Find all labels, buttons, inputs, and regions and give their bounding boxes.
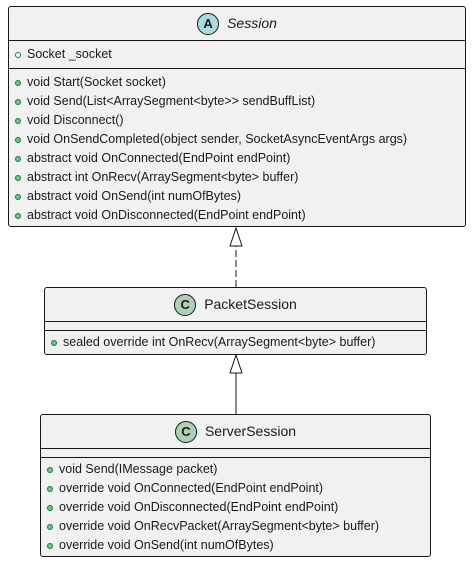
field-label: Socket _socket bbox=[27, 47, 112, 61]
method-item: void Start(Socket socket) bbox=[15, 73, 465, 92]
public-visibility-icon bbox=[15, 136, 21, 143]
method-item: void Send(IMessage packet) bbox=[47, 460, 430, 479]
class-server-session-name: ServerSession bbox=[204, 423, 297, 439]
method-item: abstract int OnRecv(ArraySegment<byte> b… bbox=[15, 168, 465, 187]
class-session: A Session Socket _socket void Start(Sock… bbox=[8, 6, 466, 227]
abstract-class-icon: A bbox=[197, 12, 220, 35]
method-label: override void OnSend(int numOfBytes) bbox=[59, 538, 274, 552]
method-label: abstract void OnSend(int numOfBytes) bbox=[27, 189, 241, 203]
method-item: override void OnDisconnected(EndPoint en… bbox=[47, 498, 430, 517]
method-label: abstract void OnConnected(EndPoint endPo… bbox=[27, 151, 291, 165]
class-packet-session: C PacketSession sealed override int OnRe… bbox=[44, 287, 427, 355]
class-packet-session-header: C PacketSession bbox=[45, 288, 426, 321]
method-label: void Send(List<ArraySegment<byte>> sendB… bbox=[27, 94, 316, 108]
class-session-header: A Session bbox=[9, 7, 465, 40]
class-session-name: Session bbox=[227, 15, 277, 31]
method-item: override void OnRecvPacket(ArraySegment<… bbox=[47, 517, 430, 536]
method-label: void Send(IMessage packet) bbox=[59, 462, 218, 476]
public-visibility-icon bbox=[47, 485, 53, 492]
public-visibility-icon bbox=[15, 193, 21, 200]
method-item: abstract void OnDisconnected(EndPoint en… bbox=[15, 206, 465, 225]
method-item: void Send(List<ArraySegment<byte>> sendB… bbox=[15, 92, 465, 111]
class-server-session-header: C ServerSession bbox=[41, 415, 430, 448]
class-server-session-methods: void Send(IMessage packet) override void… bbox=[41, 458, 430, 555]
method-item: void Disconnect() bbox=[15, 111, 465, 130]
class-packet-session-name: PacketSession bbox=[204, 296, 297, 312]
inheritance-arrow-packet-to-session bbox=[229, 226, 243, 287]
method-label: abstract int OnRecv(ArraySegment<byte> b… bbox=[27, 170, 299, 184]
public-visibility-icon bbox=[47, 523, 53, 530]
class-server-session-divider-fields bbox=[41, 448, 430, 449]
public-visibility-icon bbox=[15, 155, 21, 162]
class-session-divider-fields bbox=[9, 40, 465, 41]
method-label: void Start(Socket socket) bbox=[27, 75, 166, 89]
method-item: void OnSendCompleted(object sender, Sock… bbox=[15, 130, 465, 149]
public-visibility-icon bbox=[15, 79, 21, 86]
class-packet-session-methods: sealed override int OnRecv(ArraySegment<… bbox=[45, 331, 426, 352]
class-session-fields: Socket _socket bbox=[9, 41, 465, 68]
class-server-session: C ServerSession void Send(IMessage packe… bbox=[40, 414, 431, 557]
method-item: override void OnConnected(EndPoint endPo… bbox=[47, 479, 430, 498]
method-label: override void OnDisconnected(EndPoint en… bbox=[59, 500, 339, 514]
public-visibility-icon bbox=[15, 212, 21, 219]
class-icon: C bbox=[174, 293, 197, 316]
method-label: override void OnConnected(EndPoint endPo… bbox=[59, 481, 324, 495]
class-server-session-divider-methods bbox=[41, 457, 430, 458]
public-visibility-icon bbox=[15, 117, 21, 124]
method-label: sealed override int OnRecv(ArraySegment<… bbox=[63, 335, 376, 349]
method-label: override void OnRecvPacket(ArraySegment<… bbox=[59, 519, 380, 533]
class-packet-session-divider-fields bbox=[45, 321, 426, 322]
method-item: abstract void OnSend(int numOfBytes) bbox=[15, 187, 465, 206]
method-item: abstract void OnConnected(EndPoint endPo… bbox=[15, 149, 465, 168]
public-visibility-icon bbox=[47, 542, 53, 549]
method-label: void Disconnect() bbox=[27, 113, 124, 127]
method-label: abstract void OnDisconnected(EndPoint en… bbox=[27, 208, 306, 222]
method-label: void OnSendCompleted(object sender, Sock… bbox=[27, 132, 408, 146]
public-visibility-icon bbox=[15, 98, 21, 105]
class-icon: C bbox=[174, 420, 197, 443]
public-visibility-icon bbox=[15, 174, 21, 181]
public-visibility-icon bbox=[47, 504, 53, 511]
method-item: sealed override int OnRecv(ArraySegment<… bbox=[51, 333, 426, 352]
class-packet-session-divider-methods bbox=[45, 330, 426, 331]
field-item: Socket _socket bbox=[15, 45, 465, 64]
public-visibility-icon bbox=[51, 339, 57, 346]
class-session-divider-methods bbox=[9, 68, 465, 69]
public-visibility-icon bbox=[47, 466, 53, 473]
inheritance-arrow-server-to-packet bbox=[229, 353, 243, 414]
method-item: override void OnSend(int numOfBytes) bbox=[47, 536, 430, 555]
private-visibility-icon bbox=[15, 51, 21, 58]
class-session-methods: void Start(Socket socket) void Send(List… bbox=[9, 69, 465, 225]
